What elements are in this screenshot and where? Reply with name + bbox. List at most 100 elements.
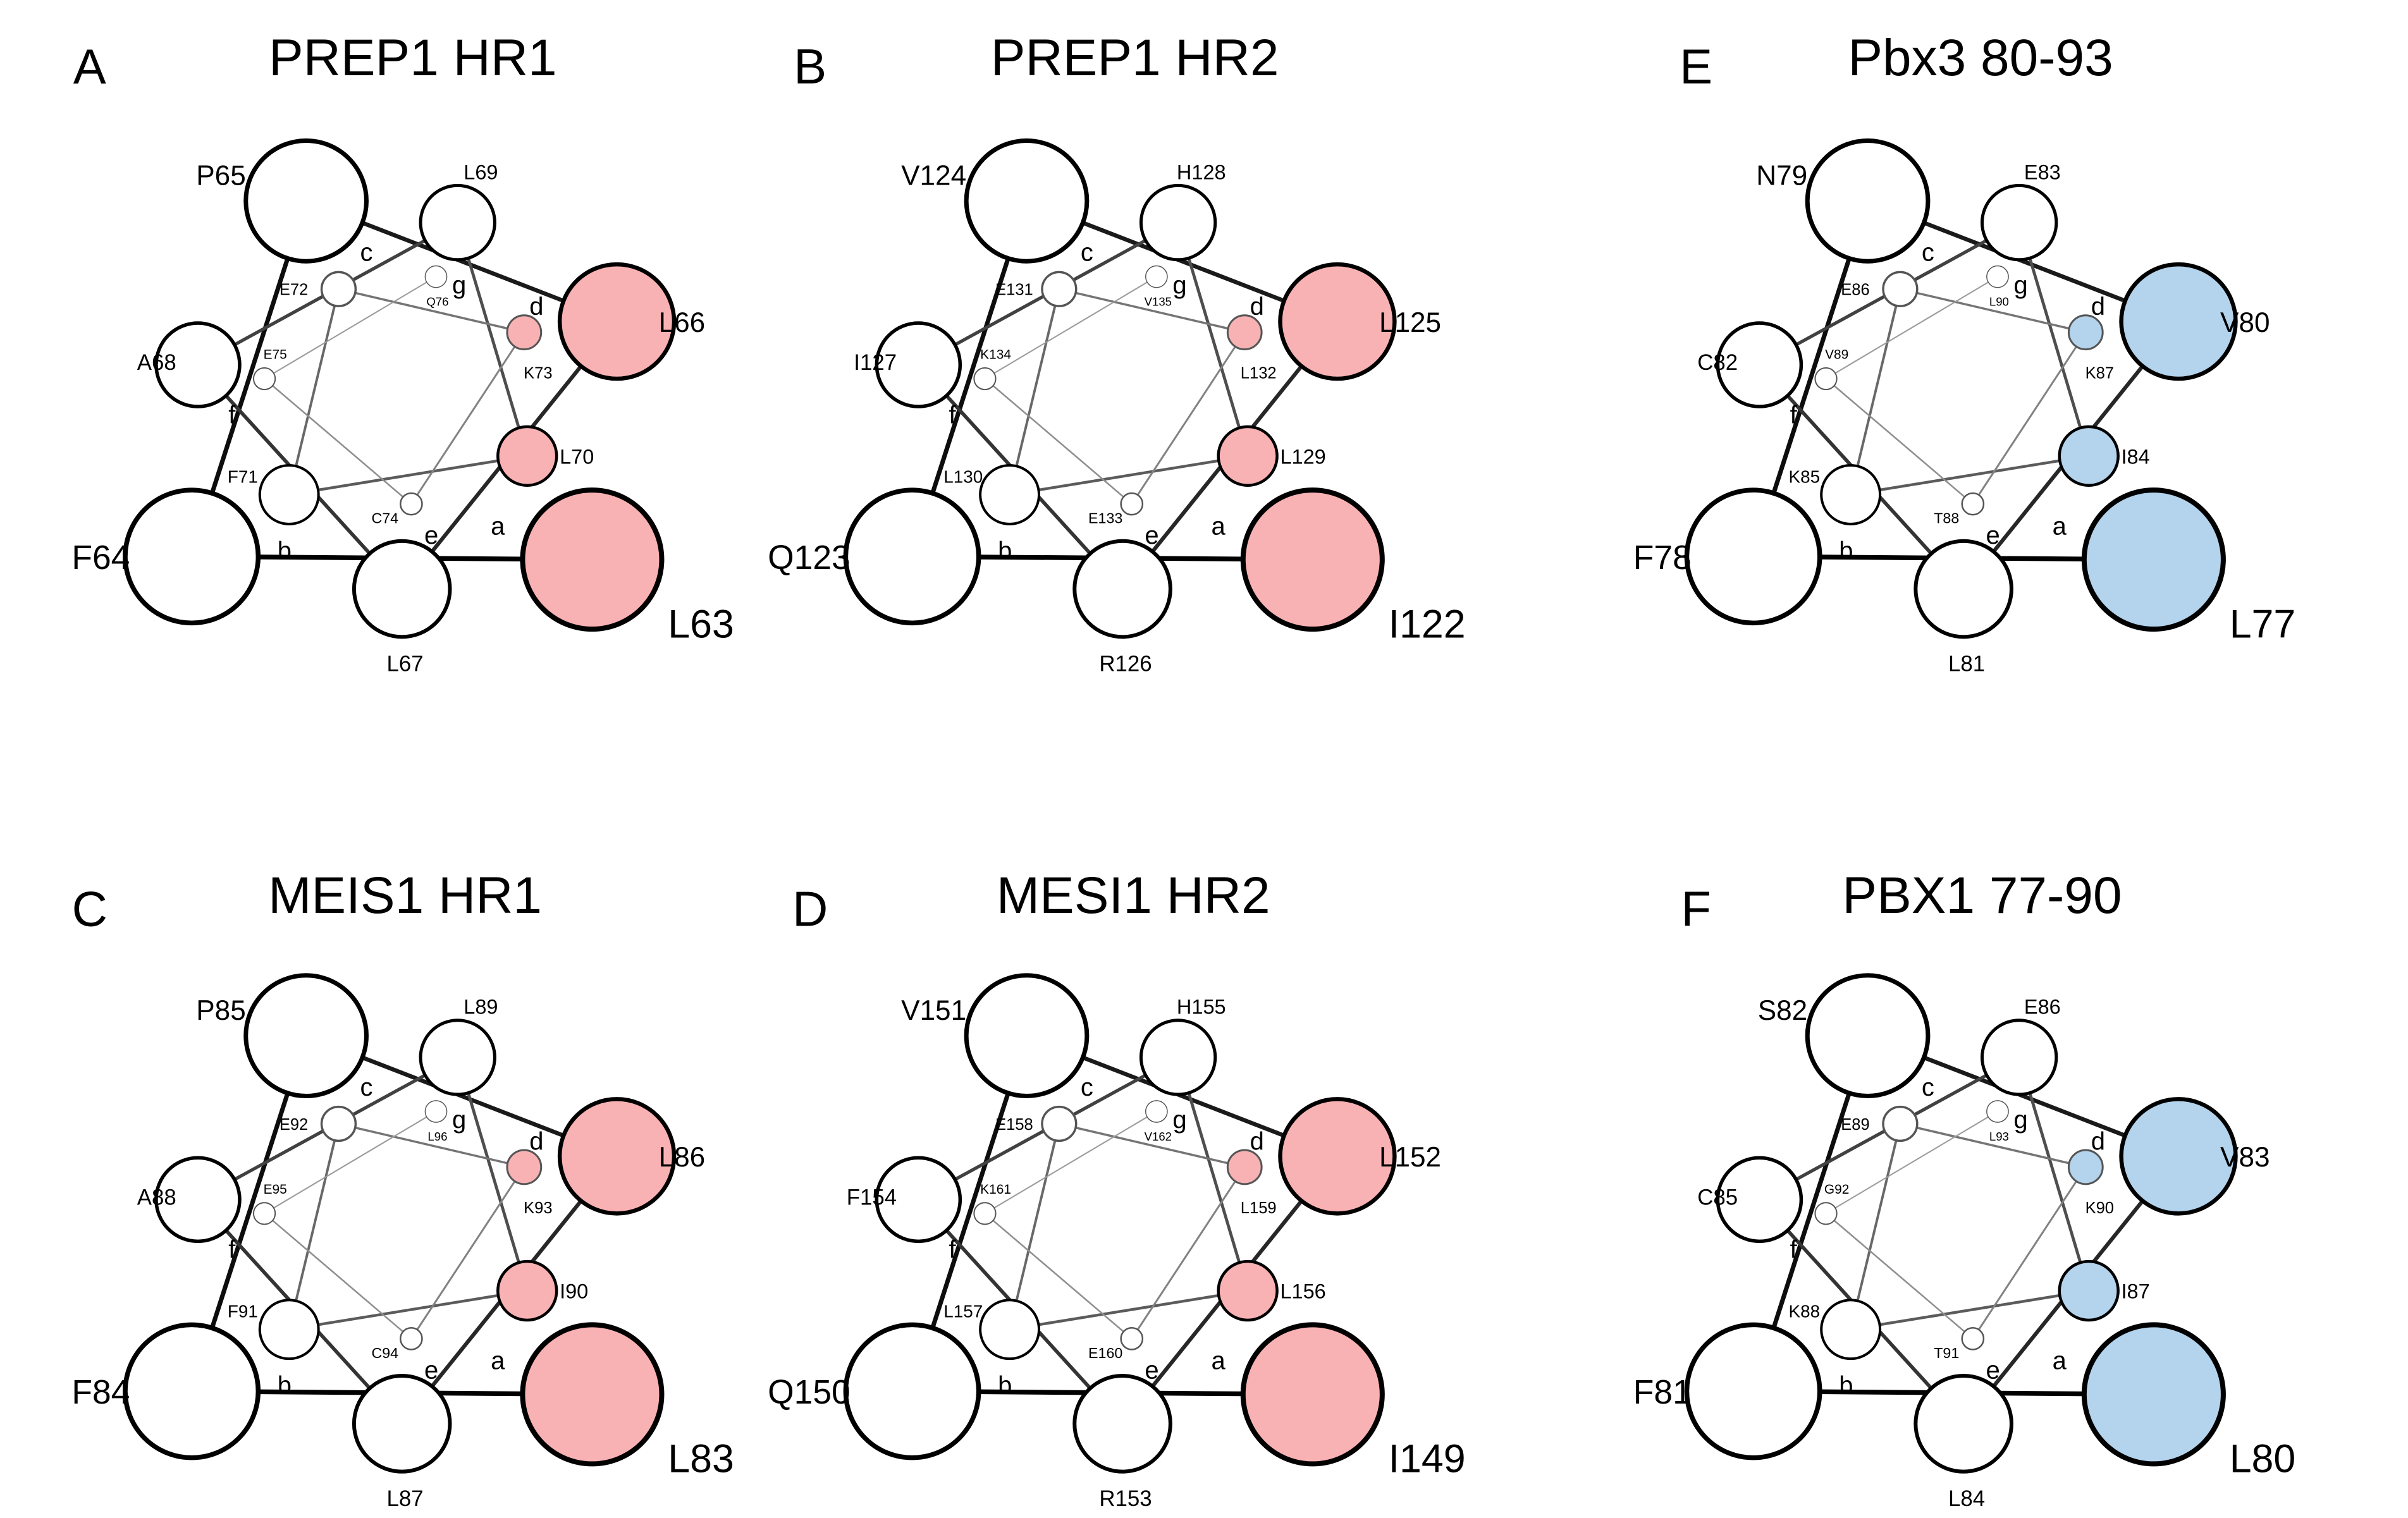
residue-circle <box>1986 265 2009 288</box>
heptad-position-label: a <box>1212 512 1226 540</box>
residue-label: K93 <box>524 1199 552 1217</box>
residue-label: T88 <box>1934 510 1959 527</box>
residue-label: E72 <box>280 281 308 299</box>
residue-circle <box>400 1327 423 1350</box>
residue-circle <box>1240 487 1385 632</box>
helix-connector <box>1899 288 2087 334</box>
residue-circle <box>973 367 997 391</box>
helix-connector <box>1972 331 2087 505</box>
panel-title: MESI1 HR2 <box>997 867 1270 924</box>
residue-label: K90 <box>2086 1199 2114 1217</box>
residue-circle <box>1139 1019 1217 1096</box>
heptad-position-label: e <box>1986 522 2000 549</box>
residue-label: C94 <box>372 1345 399 1361</box>
residue-label: F64 <box>71 539 130 577</box>
heptad-position-label: c <box>360 1074 372 1101</box>
heptad-position-label: f <box>949 1236 957 1264</box>
residue-label: E75 <box>264 348 287 362</box>
heptad-position-label: g <box>1172 1106 1186 1134</box>
heptad-position-label: b <box>1839 537 1853 565</box>
residue-label: K88 <box>1789 1302 1821 1321</box>
residue-circle <box>506 1149 543 1185</box>
residue-label: I127 <box>854 350 897 375</box>
residue-label: F78 <box>1633 539 1692 577</box>
heptad-position-label: e <box>424 522 438 549</box>
residue-circle <box>1820 1299 1882 1361</box>
heptad-position-label: a <box>2053 512 2067 540</box>
residue-label: L125 <box>1379 307 1441 338</box>
residue-label: V162 <box>1145 1130 1172 1143</box>
heptad-position-label: b <box>278 1372 292 1400</box>
heptad-position-label: g <box>2013 1106 2027 1134</box>
residue-circle <box>973 1202 997 1225</box>
residue-circle <box>1882 1105 1919 1142</box>
residue-label: E160 <box>1088 1345 1122 1361</box>
helix-connector <box>1972 1166 2087 1340</box>
residue-circle <box>1226 314 1263 351</box>
residue-label: L130 <box>943 467 983 486</box>
heptad-position-label: c <box>1922 239 1934 267</box>
helix-connector <box>1825 276 1998 380</box>
panel-title: Pbx3 80-93 <box>1848 29 2113 87</box>
panel-letter: A <box>73 39 106 94</box>
helix-connector <box>984 276 1157 380</box>
helix-connector <box>1899 1122 2087 1168</box>
residue-label: F154 <box>847 1185 897 1209</box>
residue-label: F91 <box>228 1302 258 1321</box>
residue-circle <box>1278 262 1397 381</box>
residue-label: V124 <box>901 161 966 192</box>
residue-label: E89 <box>1841 1116 1869 1134</box>
residue-circle <box>1882 271 1919 307</box>
panel-letter: F <box>1681 881 1711 937</box>
residue-label: N79 <box>1756 161 1807 192</box>
residue-circle <box>252 367 276 391</box>
residue-circle <box>424 1100 448 1123</box>
residue-circle <box>1226 1149 1263 1185</box>
residue-label: L83 <box>668 1437 734 1481</box>
helix-connector <box>1176 1055 1250 1292</box>
residue-label: L87 <box>387 1486 424 1511</box>
residue-label: L89 <box>464 996 498 1019</box>
residue-label: I87 <box>2122 1280 2150 1303</box>
residue-circle <box>506 314 543 351</box>
residue-circle <box>496 425 558 487</box>
panel-letter: D <box>792 881 828 937</box>
residue-label: E92 <box>280 1116 308 1134</box>
helix-connector <box>1825 1110 1998 1215</box>
residue-circle <box>1139 183 1217 262</box>
helix-connector <box>1849 1289 2091 1331</box>
panel-letter: B <box>794 39 826 94</box>
helix-connector <box>984 1110 1157 1215</box>
residue-circle <box>1145 265 1168 288</box>
residue-circle <box>875 1156 962 1244</box>
residue-label: Q123 <box>768 539 851 577</box>
residue-circle <box>258 463 320 525</box>
helix-connector <box>288 1289 529 1331</box>
residue-circle <box>1814 367 1838 391</box>
residue-circle <box>320 1105 357 1142</box>
residue-circle <box>964 973 1090 1099</box>
residue-circle <box>243 973 369 1099</box>
helix-connector <box>337 288 525 334</box>
residue-circle <box>123 1322 261 1460</box>
heptad-position-label: d <box>2091 293 2105 321</box>
heptad-position-label: g <box>1172 271 1186 299</box>
residue-circle <box>1814 1202 1838 1225</box>
residue-circle <box>154 321 242 408</box>
residue-circle <box>1684 487 1822 626</box>
residue-circle <box>1961 1327 1985 1350</box>
heptad-position-label: a <box>2053 1347 2067 1375</box>
residue-circle <box>2119 1097 2238 1216</box>
residue-circle <box>400 492 423 516</box>
residue-circle <box>352 1374 452 1474</box>
helix-connector <box>456 221 529 458</box>
helix-connector <box>456 1055 529 1292</box>
residue-circle <box>1961 492 1985 516</box>
